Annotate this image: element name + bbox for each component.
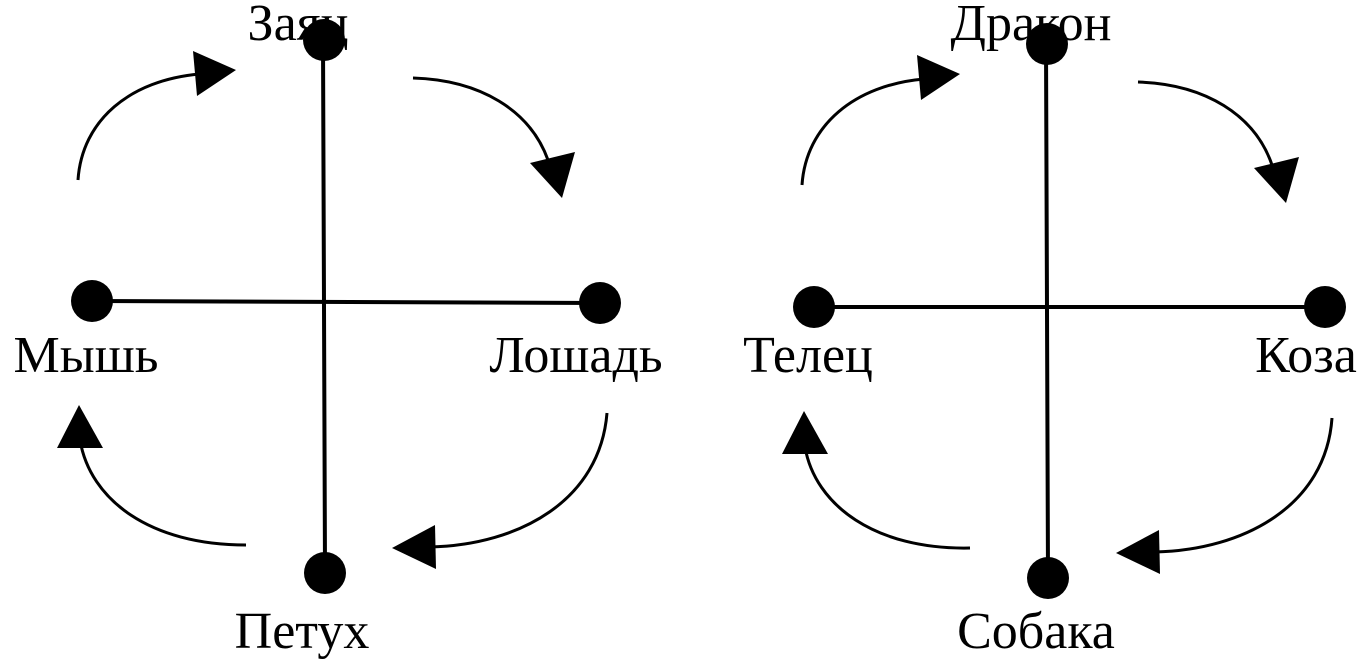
cross-diagram-left: Заяц Мышь Лошадь Петух (14, 0, 663, 660)
horizontal-axis (90, 299, 602, 305)
node-dot-right (1304, 286, 1346, 328)
arrow-top-to-right-head (1254, 157, 1299, 203)
arrow-bottom-to-left-head (782, 411, 828, 454)
node-label-left: Мышь (14, 327, 159, 384)
node-label-right: Лошадь (489, 327, 662, 384)
node-dot-top (1026, 23, 1068, 65)
arrow-right-to-bottom (1154, 417, 1334, 554)
node-label-left: Телец (743, 327, 873, 384)
arrow-bottom-to-left (78, 439, 247, 547)
arrow-right-to-bottom-head (1116, 530, 1160, 574)
arrow-left-to-top (800, 77, 925, 186)
arrow-bottom-to-left-head (57, 405, 103, 448)
node-dot-top (303, 19, 345, 61)
node-dot-right (579, 282, 621, 324)
node-dot-bottom (304, 552, 346, 594)
node-label-top: Дракон (950, 0, 1111, 52)
arrow-top-to-right-head (530, 152, 575, 198)
node-label-bottom: Петух (235, 603, 370, 660)
vertical-axis (1044, 42, 1050, 580)
node-label-bottom: Собака (957, 603, 1115, 660)
arrow-top-to-right (412, 76, 550, 161)
node-dot-left (71, 280, 113, 322)
node-dot-left (793, 286, 835, 328)
arrow-left-to-top (76, 72, 201, 181)
cross-diagram-right: Дракон Телец Коза Собака (743, 0, 1357, 660)
arrow-left-to-top-head (193, 51, 236, 96)
node-dot-bottom (1027, 557, 1069, 599)
node-label-top: Заяц (248, 0, 349, 52)
arrow-right-to-bottom-head (392, 525, 436, 569)
arrow-bottom-to-left (803, 446, 971, 550)
arrow-top-to-right (1137, 80, 1274, 166)
node-label-right: Коза (1255, 327, 1357, 384)
arrow-right-to-bottom (429, 412, 609, 549)
vertical-axis (321, 38, 327, 575)
arrow-left-to-top-head (917, 55, 960, 100)
